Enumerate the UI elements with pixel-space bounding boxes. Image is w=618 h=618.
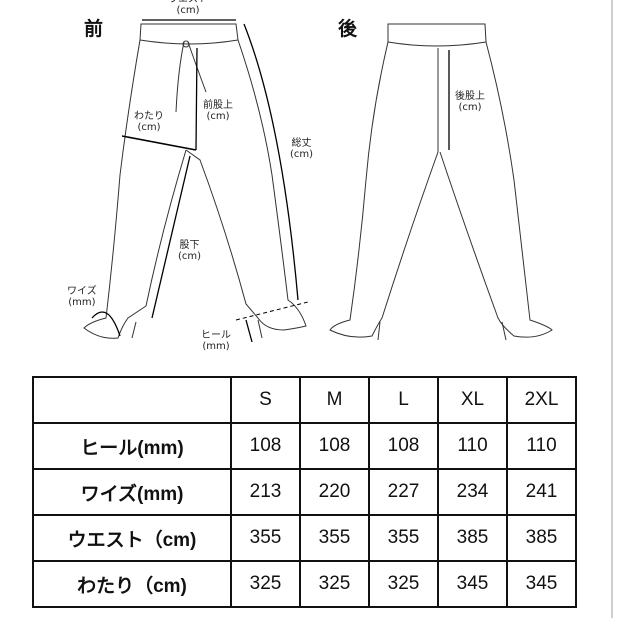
front-view-title: 前: [84, 18, 104, 40]
heel-label: ヒール (mm): [201, 330, 231, 352]
width-label: ワイズ (mm): [67, 286, 97, 308]
row-label-thigh: わたり（cm): [32, 560, 232, 608]
front-right-leg: [185, 39, 307, 331]
cell: 345: [506, 560, 577, 608]
inseam-unit: (cm): [178, 251, 202, 262]
size-header-s: S: [230, 376, 301, 424]
cell: 108: [368, 422, 439, 470]
cell: 241: [506, 468, 577, 516]
cell: 110: [506, 422, 577, 470]
cell: 355: [230, 514, 301, 562]
size-diagram: 前 後 ウエスト (cm) 前股上 (cm) わたり (cm) 総丈 (cm) …: [67, 0, 553, 352]
cell: 234: [437, 468, 508, 516]
waist-top-unit: (cm): [176, 5, 200, 16]
front-left-leg: [83, 39, 187, 339]
back-view-title: 後: [338, 18, 358, 40]
cell: 345: [437, 560, 508, 608]
size-header-2xl: 2XL: [506, 376, 577, 424]
cell: 213: [230, 468, 301, 516]
pants-illustration: [83, 19, 553, 343]
table-header-row: S M L XL 2XL: [32, 376, 577, 424]
thigh-label: わたり (cm): [134, 111, 164, 133]
row-label-heel: ヒール(mm): [32, 422, 232, 470]
table-row: ワイズ(mm) 213 220 227 234 241: [32, 468, 577, 516]
width-unit: (mm): [68, 297, 96, 308]
back-rise-label: 後股上 (cm): [455, 91, 485, 113]
cell: 325: [368, 560, 439, 608]
table-row: ウエスト（cm) 355 355 355 385 385: [32, 514, 577, 562]
inseam-label: 股下 (cm): [178, 240, 201, 262]
cell: 355: [299, 514, 370, 562]
table-row: わたり（cm) 325 325 325 345 345: [32, 560, 577, 608]
thigh-text: わたり: [134, 111, 164, 122]
front-rise-unit: (cm): [206, 111, 230, 122]
back-waistband: [387, 23, 487, 47]
front-rise-text: 前股上: [203, 100, 233, 111]
cell: 108: [230, 422, 301, 470]
cell: 385: [437, 514, 508, 562]
header-corner-cell: [32, 376, 232, 424]
table-row: ヒール(mm) 108 108 108 110 110: [32, 422, 577, 470]
size-header-l: L: [368, 376, 439, 424]
cell: 108: [299, 422, 370, 470]
front-rise-label: 前股上 (cm): [203, 100, 233, 122]
size-header-xl: XL: [437, 376, 508, 424]
size-header-m: M: [299, 376, 370, 424]
back-rise-unit: (cm): [458, 102, 482, 113]
total-length-unit: (cm): [290, 149, 314, 160]
cell: 325: [230, 560, 301, 608]
cell: 227: [368, 468, 439, 516]
total-length-text: 総丈: [291, 138, 312, 149]
cell: 220: [299, 468, 370, 516]
cell: 355: [368, 514, 439, 562]
size-chart-table: S M L XL 2XL ヒール(mm) 108 108 108 110 110…: [32, 376, 577, 608]
total-length-label: 総丈 (cm): [290, 138, 313, 160]
inseam-text: 股下: [179, 240, 200, 251]
cell: 110: [437, 422, 508, 470]
edge-divider: [611, 0, 613, 618]
back-right-leg: [439, 41, 553, 338]
row-label-width: ワイズ(mm): [32, 468, 232, 516]
back-left-leg: [329, 41, 439, 338]
front-waistband: [139, 23, 239, 45]
drawstring: [175, 41, 207, 113]
back-rise-text: 後股上: [455, 91, 485, 102]
width-text: ワイズ: [67, 286, 97, 297]
waist-top-text: ウエスト: [168, 0, 208, 5]
cell: 325: [299, 560, 370, 608]
cell: 385: [506, 514, 577, 562]
thigh-unit: (cm): [137, 122, 161, 133]
waist-top-label: ウエスト (cm): [168, 0, 208, 16]
heel-unit: (mm): [202, 341, 230, 352]
heel-text: ヒール: [201, 330, 231, 341]
row-label-waist: ウエスト（cm): [32, 514, 232, 562]
